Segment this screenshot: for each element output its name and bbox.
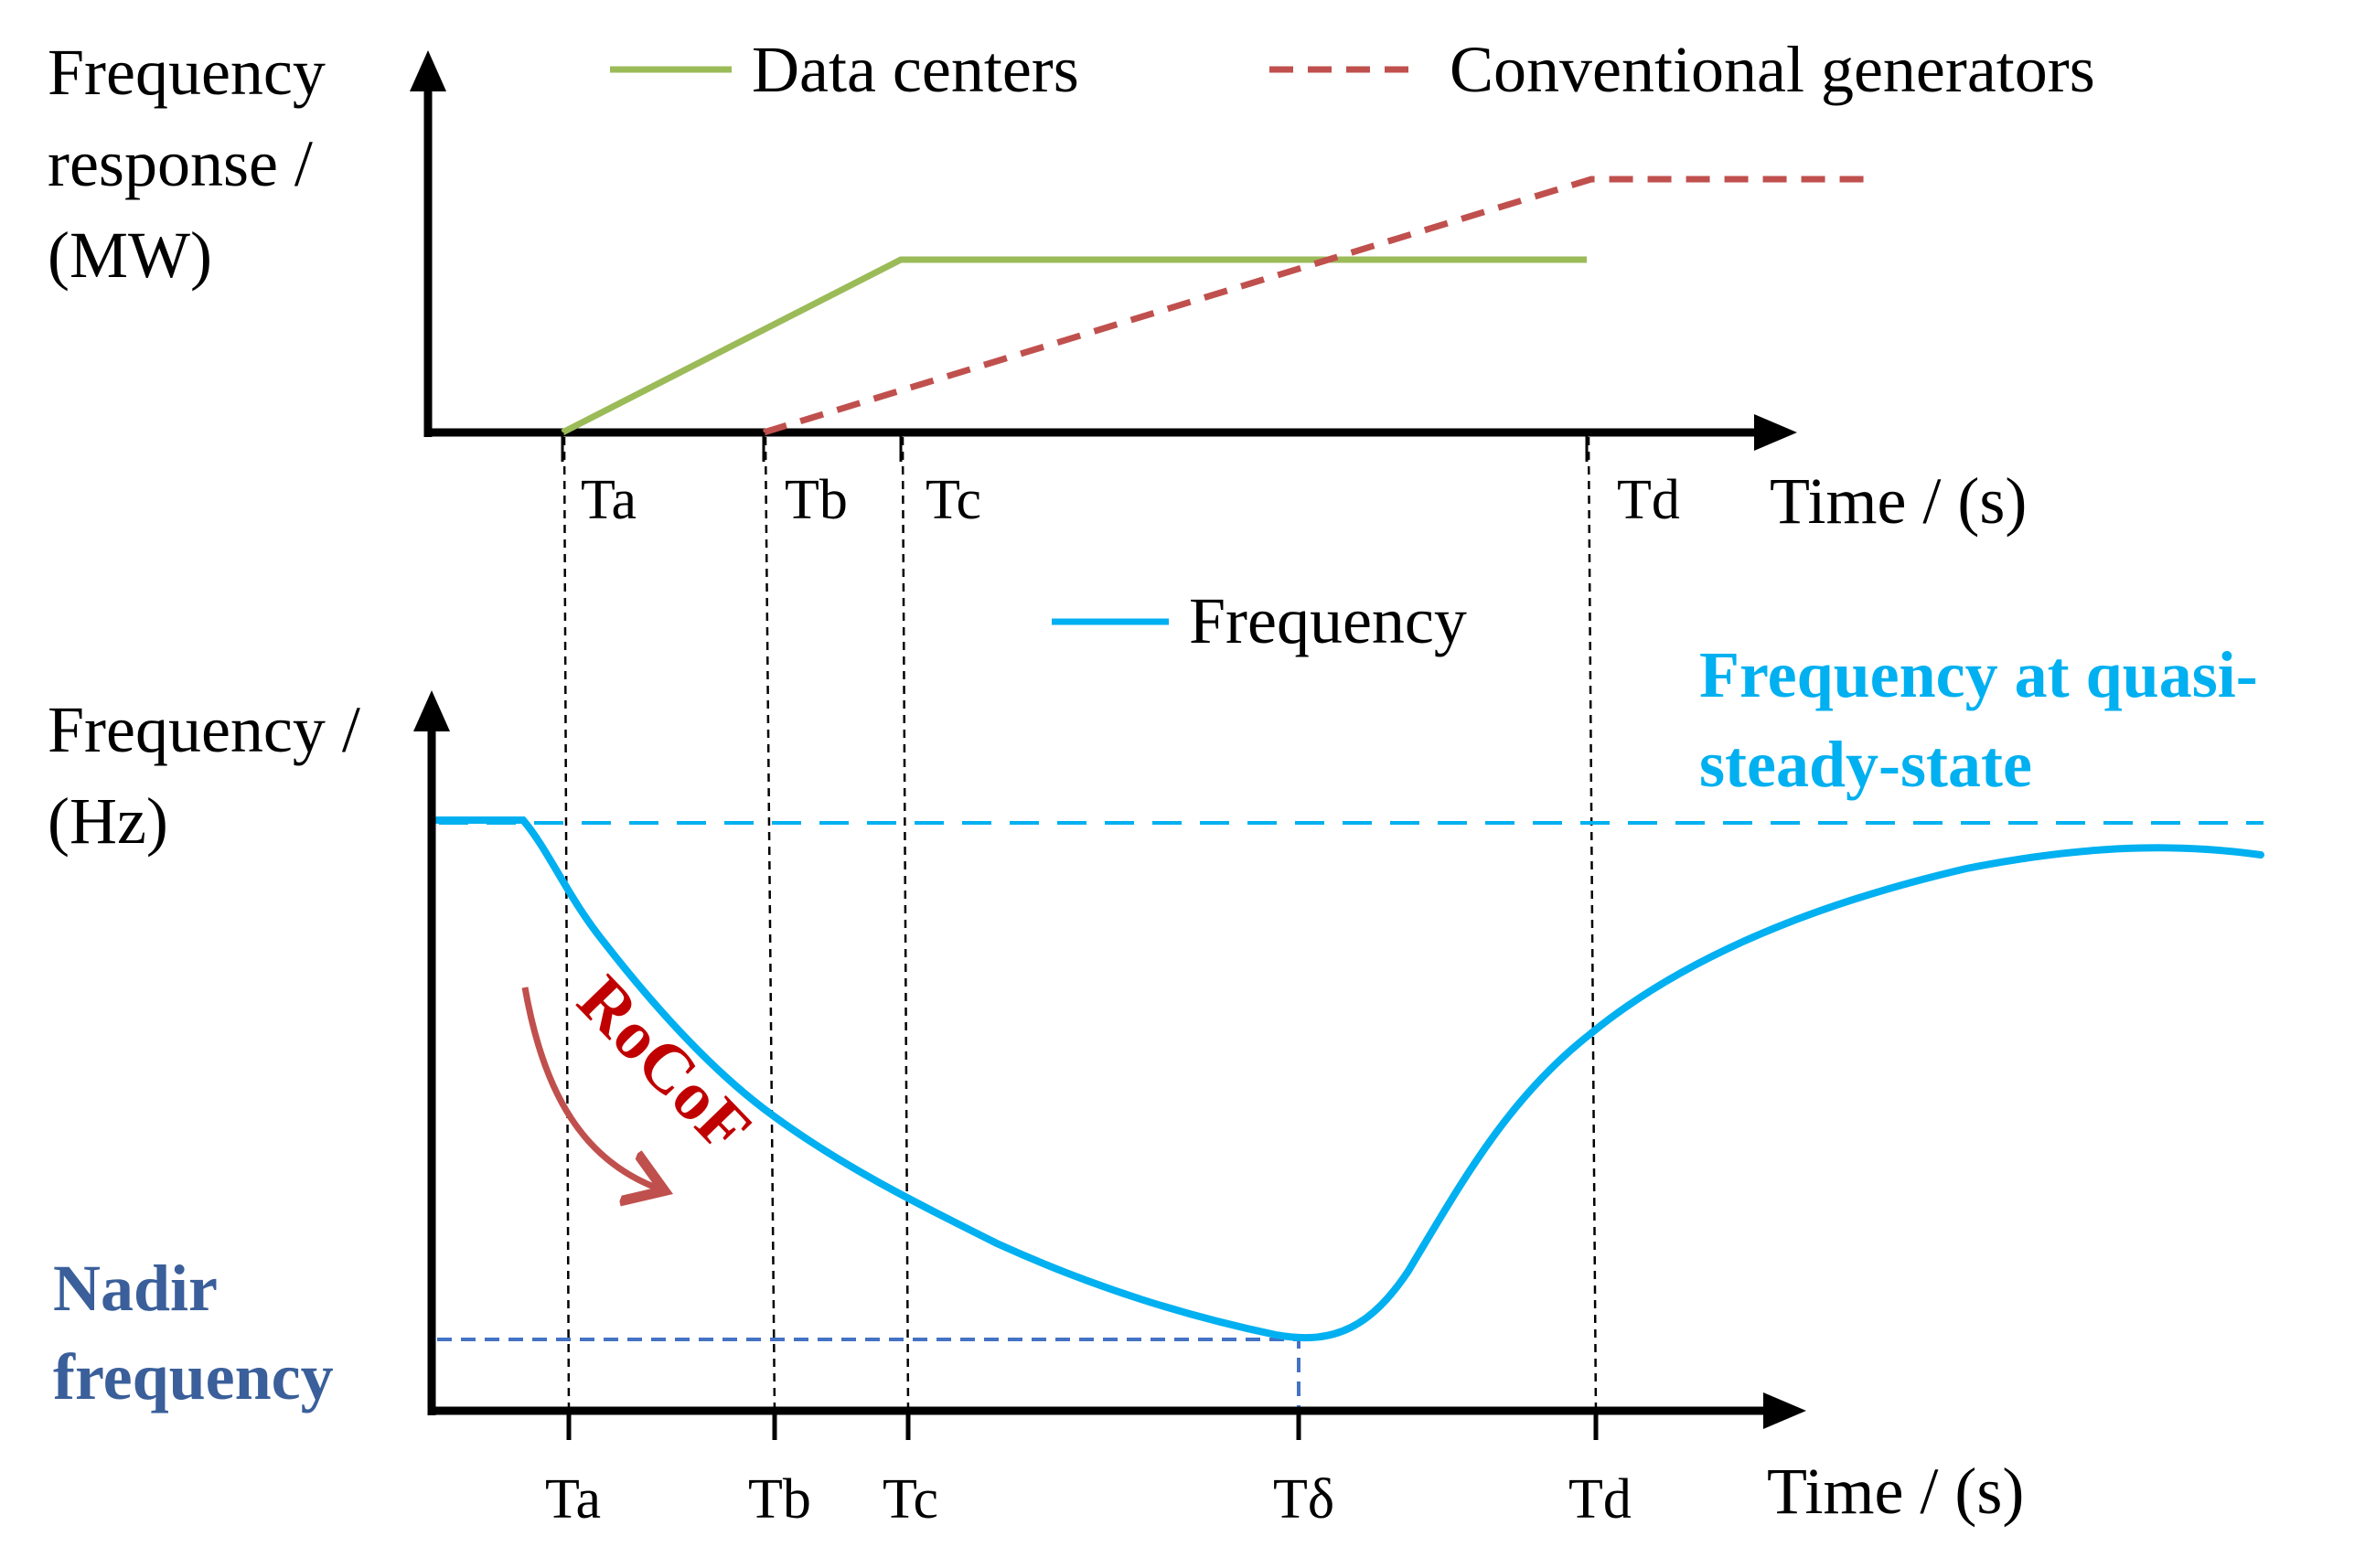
legend-frequency-label: Frequency bbox=[1189, 584, 1467, 657]
frequency-curve bbox=[433, 816, 2264, 1342]
conventional-generators-response-line bbox=[762, 176, 1866, 436]
legend-conventional-generators-label: Conventional generators bbox=[1450, 33, 2095, 106]
top-panel: Frequency response / (MW) Time / (s) Dat… bbox=[48, 33, 2095, 538]
top-tick-label-tb: Tb bbox=[785, 469, 848, 531]
bottom-x-axis-arrowhead bbox=[1763, 1392, 1806, 1429]
data-centers-response-line bbox=[561, 256, 1587, 436]
top-y-axis-arrowhead bbox=[410, 50, 446, 91]
bottom-tick-label-tdelta: Tδ bbox=[1273, 1468, 1334, 1531]
top-tick-label-ta: Ta bbox=[581, 469, 637, 531]
guide-line-td bbox=[1587, 436, 1598, 1413]
bottom-ylabel-line-1: Frequency / bbox=[48, 693, 360, 766]
quasi-steady-state-label-line-1: Frequency at quasi- bbox=[1699, 638, 2258, 711]
bottom-ylabel-line-2: (Hz) bbox=[48, 784, 168, 858]
top-ylabel-line-1: Frequency bbox=[48, 36, 326, 109]
top-ylabel-line-2: response / bbox=[48, 127, 313, 200]
top-xlabel: Time / (s) bbox=[1770, 464, 2027, 538]
bottom-tick-label-td: Td bbox=[1568, 1468, 1632, 1531]
bottom-y-axis-arrowhead bbox=[413, 690, 450, 731]
quasi-steady-state-label-line-2: steady-state bbox=[1699, 728, 2032, 801]
guide-line-ta bbox=[562, 436, 571, 1413]
guide-line-tc bbox=[901, 436, 910, 1413]
bottom-tick-label-tb: Tb bbox=[748, 1468, 811, 1531]
top-ylabel-line-3: (MW) bbox=[48, 219, 212, 292]
rocof-label: RoCoF bbox=[563, 961, 766, 1167]
rocof-arrow bbox=[521, 987, 658, 1189]
nadir-frequency-label-line-1: Nadir bbox=[53, 1252, 218, 1325]
top-tick-label-tc: Tc bbox=[926, 469, 981, 531]
legend-data-centers-label: Data centers bbox=[752, 33, 1079, 106]
bottom-panel: Frequency Frequency / (Hz) Frequency at … bbox=[48, 584, 2264, 1531]
guide-line-tb bbox=[764, 436, 776, 1413]
top-x-axis-arrowhead bbox=[1754, 414, 1797, 451]
nadir-frequency-label-line-2: frequency bbox=[53, 1340, 334, 1413]
bottom-tick-label-tc: Tc bbox=[883, 1468, 938, 1531]
top-tick-label-td: Td bbox=[1617, 469, 1680, 531]
time-guide-lines bbox=[562, 436, 1598, 1413]
bottom-xlabel: Time / (s) bbox=[1767, 1455, 2024, 1528]
nadir-reference-line bbox=[437, 1338, 1300, 1413]
bottom-tick-label-ta: Ta bbox=[545, 1468, 601, 1531]
